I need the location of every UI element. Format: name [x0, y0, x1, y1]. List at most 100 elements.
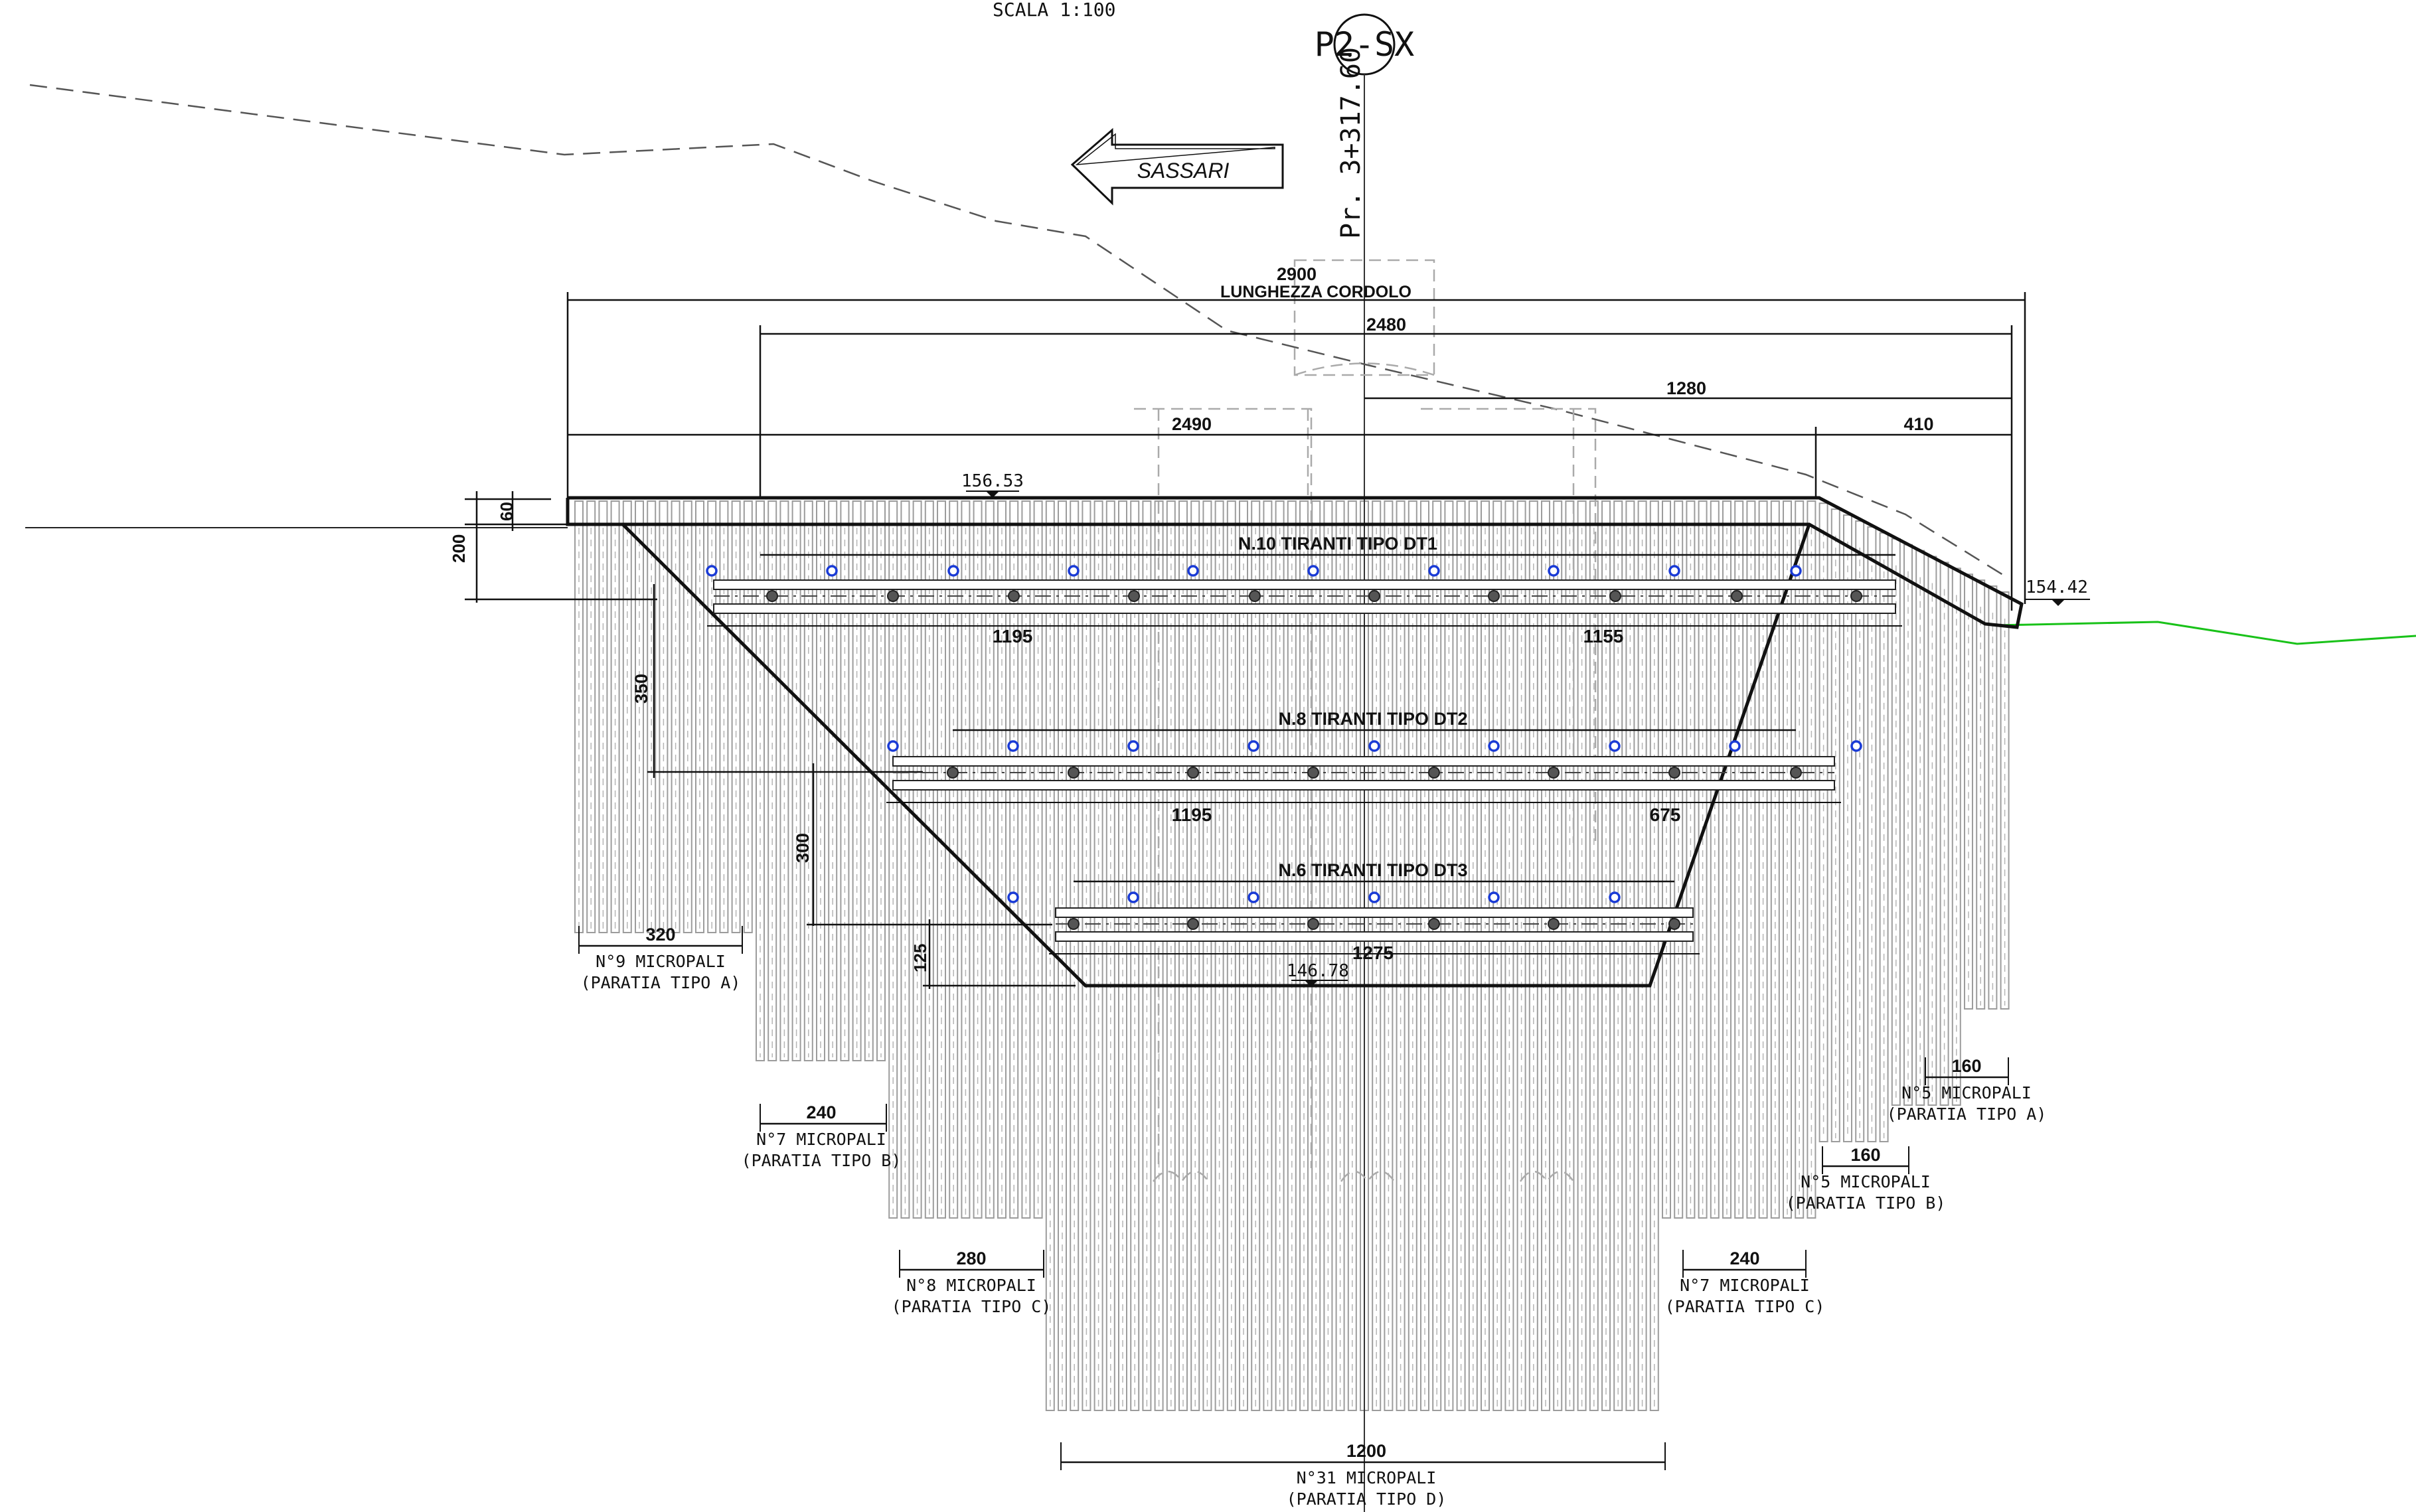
anchor-head [1307, 767, 1319, 779]
micropile [1565, 500, 1575, 1411]
micropile [1662, 500, 1671, 1219]
anchor-head [766, 590, 778, 602]
anchor-hole-marker [1127, 740, 1139, 752]
pile-group-width: 240 [806, 1102, 836, 1122]
micropile [1541, 500, 1550, 1411]
anchor-head [1668, 767, 1680, 779]
micropile [1976, 579, 1986, 1010]
micropile [1275, 500, 1285, 1411]
pile-group-count: N°7 MICROPALI [756, 1130, 886, 1149]
micropile [598, 500, 608, 933]
anchor-head [1668, 918, 1680, 930]
micropile [1021, 500, 1031, 1219]
section-marker: P2-SX [1315, 13, 1414, 1512]
micropile [1432, 500, 1442, 1411]
excavation-outline [621, 523, 1811, 988]
micropile [1927, 556, 1937, 1106]
anchor-head [1548, 918, 1560, 930]
pile-group-count: N°5 MICROPALI [1801, 1172, 1931, 1191]
direction-arrow: SASSARI [1070, 127, 1284, 206]
elevation-bottom: 146.78 [1287, 961, 1349, 981]
dim-60: 60 [497, 502, 517, 521]
micropile [2000, 591, 2010, 1010]
pile-group-type: (PARATIA TIPO C) [892, 1297, 1052, 1316]
micropile [647, 500, 657, 933]
micropile [1082, 500, 1091, 1411]
micropile [888, 500, 898, 1219]
micropile [1734, 500, 1744, 1219]
micropile [1988, 585, 1998, 1010]
anchor-head [1249, 590, 1261, 602]
micropile [1758, 500, 1768, 1219]
dim-cordolo-label: LUNGHEZZA CORDOLO [1220, 283, 1411, 301]
micropile [791, 500, 801, 1061]
anchor-head [1068, 767, 1080, 779]
anchor-head [1068, 918, 1080, 930]
micropile [1553, 500, 1563, 1411]
micropile [586, 500, 596, 933]
dim-200: 200 [449, 534, 469, 563]
micropile [671, 500, 681, 933]
pile-group-width: 280 [956, 1248, 986, 1268]
anchor-hole-marker [1187, 565, 1199, 577]
micropile [635, 500, 644, 933]
micropile [1166, 500, 1176, 1411]
micropile [816, 500, 825, 1061]
micropile [1855, 520, 1865, 1142]
pile-group-type: (PARATIA TIPO B) [742, 1151, 902, 1170]
anchor-hole-marker [1068, 565, 1080, 577]
dim-row3: 1275 [1352, 943, 1394, 963]
micropiles-group [574, 500, 2010, 1411]
anchor-head [1790, 767, 1802, 779]
micropile [622, 500, 632, 933]
pile-group-width: 240 [1730, 1248, 1759, 1268]
pile-group-count: N°7 MICROPALI [1680, 1276, 1810, 1295]
elevation-top-right: 154.42 [2026, 577, 2088, 597]
micropile [1239, 500, 1248, 1411]
anchor-hole-marker [1790, 565, 1802, 577]
micropile [1287, 500, 1297, 1411]
elevation-marker-top-left: 156.53 [961, 471, 1024, 498]
micropile [719, 500, 729, 933]
micropile [1783, 500, 1792, 1219]
micropile [1105, 500, 1115, 1411]
anchor-hole-marker [1850, 740, 1862, 752]
micropile [1372, 500, 1382, 1411]
micropile [1625, 500, 1635, 1411]
anchor-label-dt2: N.8 TIRANTI TIPO DT2 [1278, 709, 1467, 729]
micropile [1481, 500, 1490, 1411]
anchor-hole-marker [1729, 740, 1741, 752]
anchor-head [947, 767, 959, 779]
micropile [1420, 500, 1429, 1411]
micropile [1444, 500, 1454, 1411]
micropile [683, 500, 692, 933]
micropile [1251, 500, 1261, 1411]
anchor-rows [706, 554, 1902, 954]
dim-row2-right: 675 [1650, 804, 1681, 825]
pile-group-count: N°31 MICROPALI [1297, 1468, 1437, 1487]
dim-cordolo-length: 2900 [1277, 264, 1317, 284]
anchor-hole-marker [1488, 740, 1500, 752]
micropile [1130, 500, 1140, 1411]
micropile [707, 500, 717, 933]
anchor-hole-marker [1307, 565, 1319, 577]
anchor-head [887, 590, 899, 602]
anchor-label-dt3: N.6 TIRANTI TIPO DT3 [1278, 860, 1467, 880]
elevation-marker-bottom: 146.78 [1287, 961, 1349, 987]
micropile [731, 500, 741, 933]
micropile [1818, 502, 1828, 1142]
pile-group-type: (PARATIA TIPO A) [1887, 1104, 2047, 1124]
pile-group-width: 160 [1951, 1056, 1981, 1076]
micropile [767, 500, 777, 1061]
anchor-row-3 [1007, 880, 1700, 954]
anchor-hole-marker [1548, 565, 1560, 577]
micropile [1710, 500, 1720, 1219]
anchor-head [1428, 918, 1440, 930]
anchor-head [1428, 767, 1440, 779]
